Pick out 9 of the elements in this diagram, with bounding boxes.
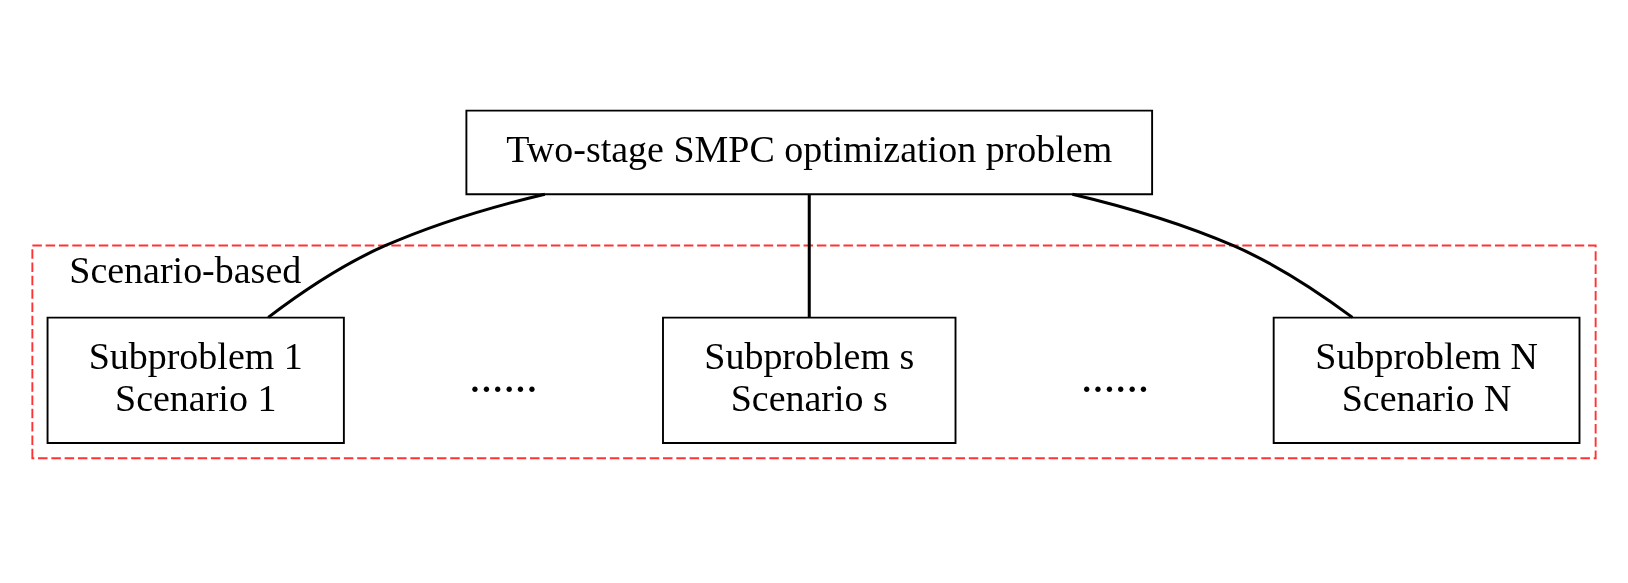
node-box: Subproblem N Scenario N [1272, 316, 1581, 444]
connector [267, 192, 546, 319]
node-box: Subproblem 1 Scenario 1 [46, 316, 345, 444]
connector [807, 193, 811, 318]
node-box: Two-stage SMPC optimization problem [465, 109, 1154, 195]
label: ...... [469, 350, 538, 402]
connector [1072, 192, 1354, 319]
label: ...... [1080, 350, 1150, 402]
node-box: Subproblem s Scenario s [662, 316, 957, 444]
